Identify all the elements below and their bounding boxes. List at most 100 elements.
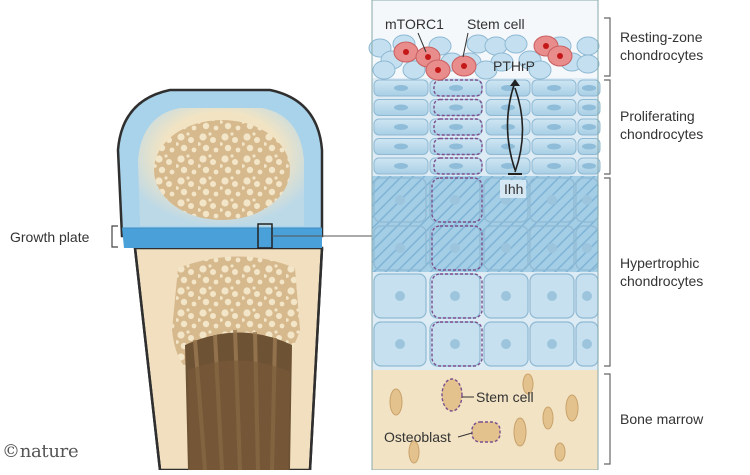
resting-chondrocyte: [576, 54, 600, 74]
cell-nucleus: [395, 291, 405, 301]
pthrp-label: PTHrP: [493, 58, 535, 74]
cell-nucleus: [547, 243, 557, 253]
marrow-cell: [522, 373, 534, 395]
cell-nucleus: [449, 104, 463, 111]
resting-chondrocyte: [528, 60, 552, 80]
cell-nucleus: [501, 243, 511, 253]
cell-nucleus: [501, 339, 511, 349]
cell-nucleus: [547, 291, 557, 301]
cell-nucleus: [450, 195, 460, 205]
cell-nucleus: [394, 163, 408, 169]
cell-nucleus: [582, 143, 596, 150]
clonal-cell: [433, 137, 483, 156]
cell-nucleus: [547, 339, 557, 349]
cell-nucleus: [450, 339, 460, 349]
marrow-cell: [389, 388, 403, 416]
cell-nucleus: [395, 339, 405, 349]
cell-nucleus: [501, 163, 515, 169]
marrow-cells: [389, 373, 579, 464]
hypertrophic-chondrocyte: [373, 225, 427, 271]
stem-cell-nucleus: [435, 67, 441, 73]
cell-nucleus: [582, 85, 596, 91]
stem-cell-nucleus: [425, 54, 431, 60]
growth-plate-label: Growth plate: [10, 229, 90, 245]
cell-nucleus: [547, 85, 561, 91]
cell-nucleus: [449, 124, 463, 130]
clonal-cell: [433, 98, 483, 117]
clonal-cell: [433, 118, 483, 136]
cell-nucleus: [501, 291, 511, 301]
hypertrophic-chondrocyte: [483, 225, 529, 271]
cell-nucleus: [449, 163, 463, 169]
cell-nucleus: [582, 291, 592, 301]
cell-nucleus: [395, 243, 405, 253]
stem-cells: [393, 35, 573, 81]
resting-chondrocyte: [576, 36, 600, 56]
clonal-cell: [433, 157, 483, 175]
cell-nucleus: [450, 291, 460, 301]
pthrp-ihh-inhibition: [514, 87, 524, 173]
marrow-cell: [542, 406, 554, 430]
hypertrophic-chondrocyte: [529, 177, 575, 223]
clonal-cell: [431, 177, 483, 223]
stem-cell-nucleus: [543, 43, 549, 49]
marrow-stem-cell: [441, 378, 463, 412]
resting-chondrocyte: [372, 60, 396, 80]
stem-cell-nucleus: [403, 49, 409, 55]
prehypertrophic-band: [372, 176, 598, 272]
clonal-cell: [433, 79, 483, 97]
marrow-cell: [565, 394, 579, 422]
zone-marrow-label: Bone marrow: [620, 411, 704, 427]
stem-cell-nucleus: [461, 63, 467, 69]
cell-nucleus: [395, 195, 405, 205]
cell-nucleus: [582, 104, 596, 111]
cell-nucleus: [582, 243, 592, 253]
cell-nucleus: [449, 143, 463, 150]
cell-nucleus: [547, 163, 561, 169]
growth-plate-band: [122, 228, 322, 248]
growth-plate-bracket: [111, 225, 118, 248]
pthrp-ihh-loop-arrow: [506, 81, 516, 171]
cell-nucleus: [582, 195, 592, 205]
clonal-cell: [431, 273, 483, 319]
clonal-column: [431, 79, 483, 367]
cell-nucleus: [449, 85, 463, 91]
mtorc1-label: mTORC1: [385, 16, 444, 32]
cell-nucleus: [394, 143, 408, 150]
resting-chondrocyte: [402, 60, 426, 80]
cell-nucleus: [501, 85, 515, 91]
clonal-cell: [431, 225, 483, 271]
cell-nucleus: [547, 104, 561, 111]
resting-chondrocyte: [504, 34, 528, 54]
cell-nucleus: [582, 124, 596, 130]
ihh-label: Ihh: [504, 181, 523, 197]
detail-panel: mTORC1 Stem cell PTHrP Ihh Stem cell Ost…: [368, 0, 601, 471]
bone-illustration: Growth plate: [10, 88, 372, 472]
marrow-cell: [554, 442, 566, 462]
stem-cell-nucleus: [557, 53, 563, 59]
cell-nucleus: [450, 243, 460, 253]
zone-legend: Resting-zone chondrocytes Proliferating …: [604, 17, 706, 465]
hypertrophic-chondrocyte: [529, 225, 575, 271]
cell-nucleus: [547, 195, 557, 205]
cell-nucleus: [501, 143, 515, 150]
cell-nucleus: [394, 124, 408, 130]
hypertrophic-zone: [373, 177, 599, 367]
marrow-cell: [513, 417, 527, 447]
zone-resting-label: Resting-zone chondrocytes: [620, 29, 706, 63]
proliferating-zone: [373, 79, 601, 175]
cell-nucleus: [582, 339, 592, 349]
cell-nucleus: [547, 143, 561, 150]
nature-watermark: ©nature: [2, 441, 79, 462]
osteoblast-label: Osteoblast: [384, 429, 451, 445]
cell-nucleus: [582, 163, 596, 169]
cell-nucleus: [394, 104, 408, 111]
resting-chondrocyte: [484, 36, 508, 56]
stem-cell-top-label: Stem cell: [467, 16, 525, 32]
cell-nucleus: [547, 124, 561, 130]
hypertrophic-chondrocyte: [373, 177, 427, 223]
trabecular-bone-upper: [154, 120, 290, 220]
zone-hypertrophic-label: Hypertrophic chondrocytes: [620, 255, 703, 289]
